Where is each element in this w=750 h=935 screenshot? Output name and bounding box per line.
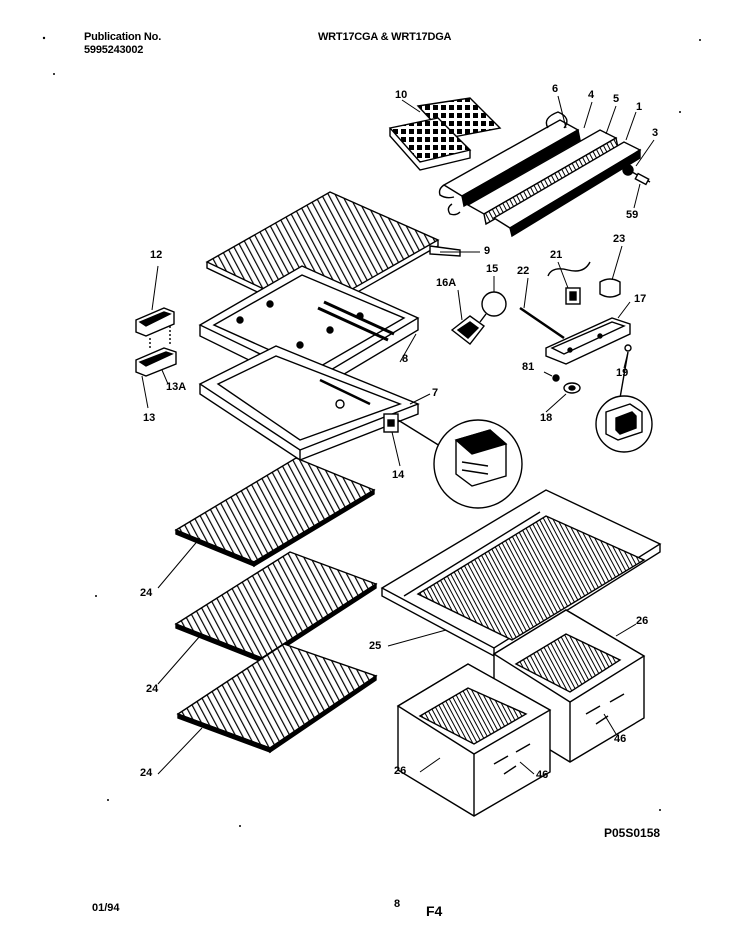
- callout-7: 7: [432, 387, 439, 399]
- callout-9: 9: [484, 245, 491, 257]
- callout-18: 18: [540, 412, 553, 424]
- callout-25: 25: [369, 640, 382, 652]
- callout-24-middle: 24: [146, 683, 159, 695]
- callout-1: 1: [636, 101, 643, 113]
- leader-lines: [141, 95, 655, 775]
- callout-17: 17: [634, 293, 647, 305]
- callout-59: 59: [626, 209, 639, 221]
- wire-shelf-upper: [174, 457, 376, 568]
- callout-19: 19: [616, 367, 629, 379]
- page-number: 8: [394, 898, 401, 910]
- callout-6: 6: [552, 83, 559, 95]
- callout-46-right: 46: [614, 733, 627, 745]
- callout-10: 10: [395, 89, 408, 101]
- callout-21: 21: [550, 249, 563, 261]
- callout-15: 15: [486, 263, 499, 275]
- damper-control: [383, 413, 523, 509]
- drawing-code: P05S0158: [604, 826, 661, 840]
- callout-16a: 16A: [436, 277, 457, 289]
- footer-date: 01/94: [92, 902, 120, 914]
- callout-13a: 13A: [166, 381, 187, 393]
- bottom-frame: [198, 345, 420, 461]
- publication-number: 5995243002: [84, 44, 144, 56]
- ice-tray: [388, 97, 502, 171]
- model-title: WRT17CGA & WRT17DGA: [318, 31, 452, 43]
- light-socket-bulb: [450, 291, 507, 345]
- wire-shelf-lower: [176, 643, 378, 754]
- figure-code: F4: [426, 903, 443, 919]
- callout-24-lower: 24: [140, 767, 153, 779]
- door-racks: [135, 307, 177, 377]
- callout-13: 13: [143, 412, 156, 424]
- crisper-drawer-left: [396, 663, 552, 817]
- wire-shelf-middle: [174, 551, 378, 664]
- evaporator-cover-assembly: [438, 111, 651, 238]
- callout-3: 3: [652, 127, 659, 139]
- scan-specks: [42, 36, 701, 827]
- callout-12: 12: [150, 249, 163, 261]
- publication-label: Publication No.: [84, 31, 162, 43]
- callout-22: 22: [517, 265, 530, 277]
- callout-14: 14: [392, 469, 405, 481]
- callout-8: 8: [402, 353, 409, 365]
- callout-26-right: 26: [636, 615, 649, 627]
- callout-46-left: 46: [536, 769, 549, 781]
- callout-23: 23: [613, 233, 626, 245]
- callout-26-left: 26: [394, 765, 407, 777]
- crisper-cover: [380, 489, 662, 657]
- callout-24-upper: 24: [140, 587, 153, 599]
- callout-81: 81: [522, 361, 535, 373]
- crisper-drawer-right: [492, 609, 646, 763]
- callout-4: 4: [588, 89, 595, 101]
- callout-5: 5: [613, 93, 620, 105]
- control-housing: [519, 261, 653, 453]
